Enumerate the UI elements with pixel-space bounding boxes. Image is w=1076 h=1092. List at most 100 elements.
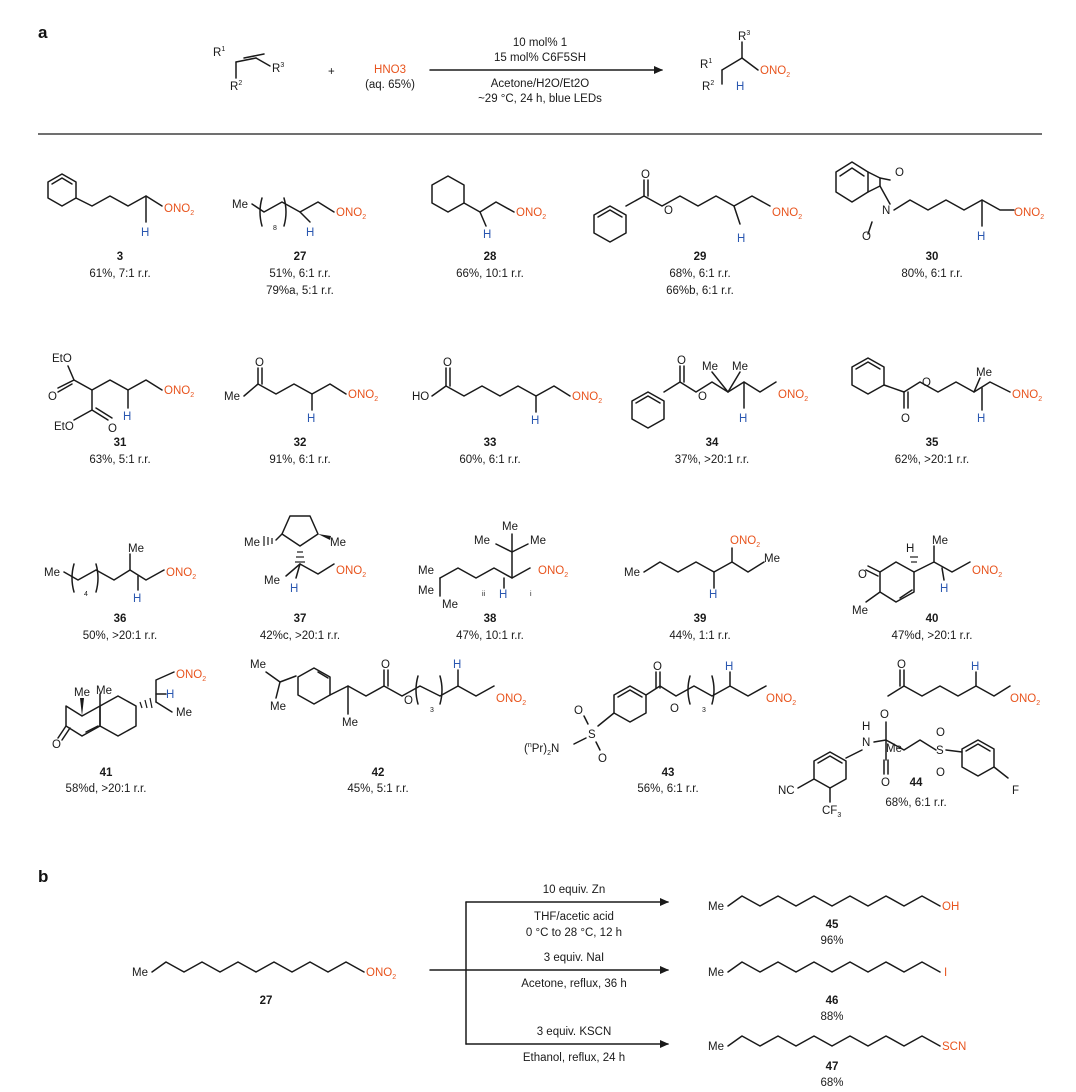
svg-text:O: O bbox=[641, 169, 650, 181]
svg-text:4: 4 bbox=[84, 591, 88, 598]
svg-text:F: F bbox=[1012, 785, 1019, 797]
panel-b-label: b bbox=[38, 867, 48, 886]
svg-text:O: O bbox=[936, 767, 945, 779]
compound-42-yield: 45%, 5:1 r.r. bbox=[347, 783, 408, 795]
svg-text:Me: Me bbox=[74, 687, 90, 699]
product-47-number: 47 bbox=[826, 1061, 839, 1073]
compound-40-yield: 47%d, >20:1 r.r. bbox=[892, 630, 973, 642]
svg-text:H: H bbox=[709, 589, 717, 601]
compound-30-number: 30 bbox=[926, 251, 939, 263]
svg-text:Me: Me bbox=[176, 707, 192, 719]
svg-text:ONO2: ONO2 bbox=[164, 385, 194, 399]
svg-text:R1: R1 bbox=[700, 58, 712, 71]
svg-text:ONO2: ONO2 bbox=[1014, 207, 1044, 221]
svg-text:ONO2: ONO2 bbox=[166, 567, 196, 581]
svg-text:O: O bbox=[936, 727, 945, 739]
compound-34-number: 34 bbox=[706, 437, 719, 449]
route-1-reagent: 10 equiv. Zn bbox=[543, 884, 605, 896]
svg-text:H: H bbox=[531, 415, 539, 427]
route-2-reagent: 3 equiv. NaI bbox=[544, 952, 605, 964]
svg-text:H: H bbox=[725, 661, 733, 673]
svg-text:Me: Me bbox=[976, 367, 992, 379]
svg-text:Me: Me bbox=[418, 565, 434, 577]
nitric-acid-concentration: (aq. 65%) bbox=[365, 79, 415, 91]
product-45-number: 45 bbox=[826, 919, 839, 931]
svg-text:ii: ii bbox=[482, 591, 486, 598]
svg-text:O: O bbox=[901, 413, 910, 425]
svg-text:O: O bbox=[698, 391, 707, 403]
temperature-light-condition: ~29 °C, 24 h, blue LEDs bbox=[478, 93, 602, 105]
svg-text:8: 8 bbox=[273, 225, 277, 232]
product-46-number: 46 bbox=[826, 995, 839, 1007]
solvent-condition: Acetone/H2O/Et2O bbox=[491, 78, 589, 90]
compound-43-structure: O O 3 H ONO2 S OO (nPr)2N bbox=[524, 661, 796, 765]
svg-text:Me: Me bbox=[264, 575, 280, 587]
compound-32-structure: Me O H ONO2 bbox=[224, 357, 378, 425]
svg-text:O: O bbox=[52, 739, 61, 751]
svg-text:I: I bbox=[944, 967, 947, 979]
svg-text:EtO: EtO bbox=[54, 421, 74, 433]
svg-text:H: H bbox=[166, 689, 174, 701]
compound-35-structure: O O Me H ONO2 bbox=[851, 357, 1042, 425]
compound-36-number: 36 bbox=[114, 613, 127, 625]
svg-text:EtO: EtO bbox=[52, 353, 72, 365]
svg-text:ONO2: ONO2 bbox=[572, 391, 602, 405]
svg-text:O: O bbox=[677, 355, 686, 367]
compound-44-yield: 68%, 6:1 r.r. bbox=[885, 797, 946, 809]
compound-39-number: 39 bbox=[694, 613, 707, 625]
svg-text:O: O bbox=[381, 659, 390, 671]
hat-catalyst-condition: 15 mol% C6F5SH bbox=[494, 52, 586, 64]
svg-text:i: i bbox=[530, 591, 532, 598]
compound-37-structure: Me Me Me H ONO2 bbox=[244, 515, 366, 595]
compound-30-yield: 80%, 6:1 r.r. bbox=[901, 268, 962, 280]
svg-text:R2: R2 bbox=[230, 80, 242, 93]
svg-text:SCN: SCN bbox=[942, 1041, 966, 1053]
svg-text:Me: Me bbox=[932, 535, 948, 547]
svg-text:(nPr)2N: (nPr)2N bbox=[524, 742, 559, 757]
compound-34-yield: 37%, >20:1 r.r. bbox=[675, 454, 749, 466]
compound-3-yield: 61%, 7:1 r.r. bbox=[89, 268, 150, 280]
starting-nitrate-27: Me ONO2 bbox=[132, 961, 396, 981]
svg-text:R3: R3 bbox=[738, 30, 750, 43]
svg-text:H: H bbox=[499, 589, 507, 601]
svg-text:S: S bbox=[936, 745, 944, 757]
compound-32-number: 32 bbox=[294, 437, 307, 449]
svg-text:Me: Me bbox=[250, 659, 266, 671]
route-3-reagent: 3 equiv. KSCN bbox=[537, 1026, 612, 1038]
svg-text:3: 3 bbox=[430, 707, 434, 714]
compound-32-yield: 91%, 6:1 r.r. bbox=[269, 454, 330, 466]
svg-text:N: N bbox=[882, 205, 890, 217]
compound-29-yield-alt: 66%b, 6:1 r.r. bbox=[666, 285, 734, 297]
compound-42-structure: Me Me Me O O 3 H ONO2 bbox=[250, 659, 526, 729]
compound-39-yield: 44%, 1:1 r.r. bbox=[669, 630, 730, 642]
svg-text:H: H bbox=[141, 227, 149, 239]
svg-text:H: H bbox=[483, 229, 491, 241]
svg-text:H: H bbox=[739, 413, 747, 425]
panel-a-label: a bbox=[38, 23, 48, 42]
product-47-yield: 68% bbox=[820, 1077, 843, 1089]
svg-text:Me: Me bbox=[732, 361, 748, 373]
svg-text:O: O bbox=[895, 167, 904, 179]
compound-40-structure: O Me H Me H ONO2 bbox=[852, 535, 1002, 617]
compound-44-number: 44 bbox=[910, 777, 923, 789]
svg-text:O: O bbox=[922, 377, 931, 389]
svg-text:HO: HO bbox=[412, 391, 429, 403]
nitric-acid-label: HNO3 bbox=[374, 64, 406, 76]
svg-text:Me: Me bbox=[442, 599, 458, 611]
compound-38-number: 38 bbox=[484, 613, 497, 625]
compound-39-structure: Me H ONO2 Me bbox=[624, 535, 780, 601]
compound-29-number: 29 bbox=[694, 251, 707, 263]
svg-text:Me: Me bbox=[224, 391, 240, 403]
svg-text:ONO2: ONO2 bbox=[772, 207, 802, 221]
route-1-solvent: THF/acetic acid bbox=[534, 911, 614, 923]
svg-text:Me: Me bbox=[44, 567, 60, 579]
svg-text:H: H bbox=[306, 227, 314, 239]
svg-text:O: O bbox=[897, 659, 906, 671]
svg-text:ONO2: ONO2 bbox=[766, 693, 796, 707]
compound-43-yield: 56%, 6:1 r.r. bbox=[637, 783, 698, 795]
svg-text:ONO2: ONO2 bbox=[336, 565, 366, 579]
svg-text:ONO2: ONO2 bbox=[538, 565, 568, 579]
product-46-yield: 88% bbox=[820, 1011, 843, 1023]
compound-3-structure: H ONO2 bbox=[47, 173, 194, 239]
